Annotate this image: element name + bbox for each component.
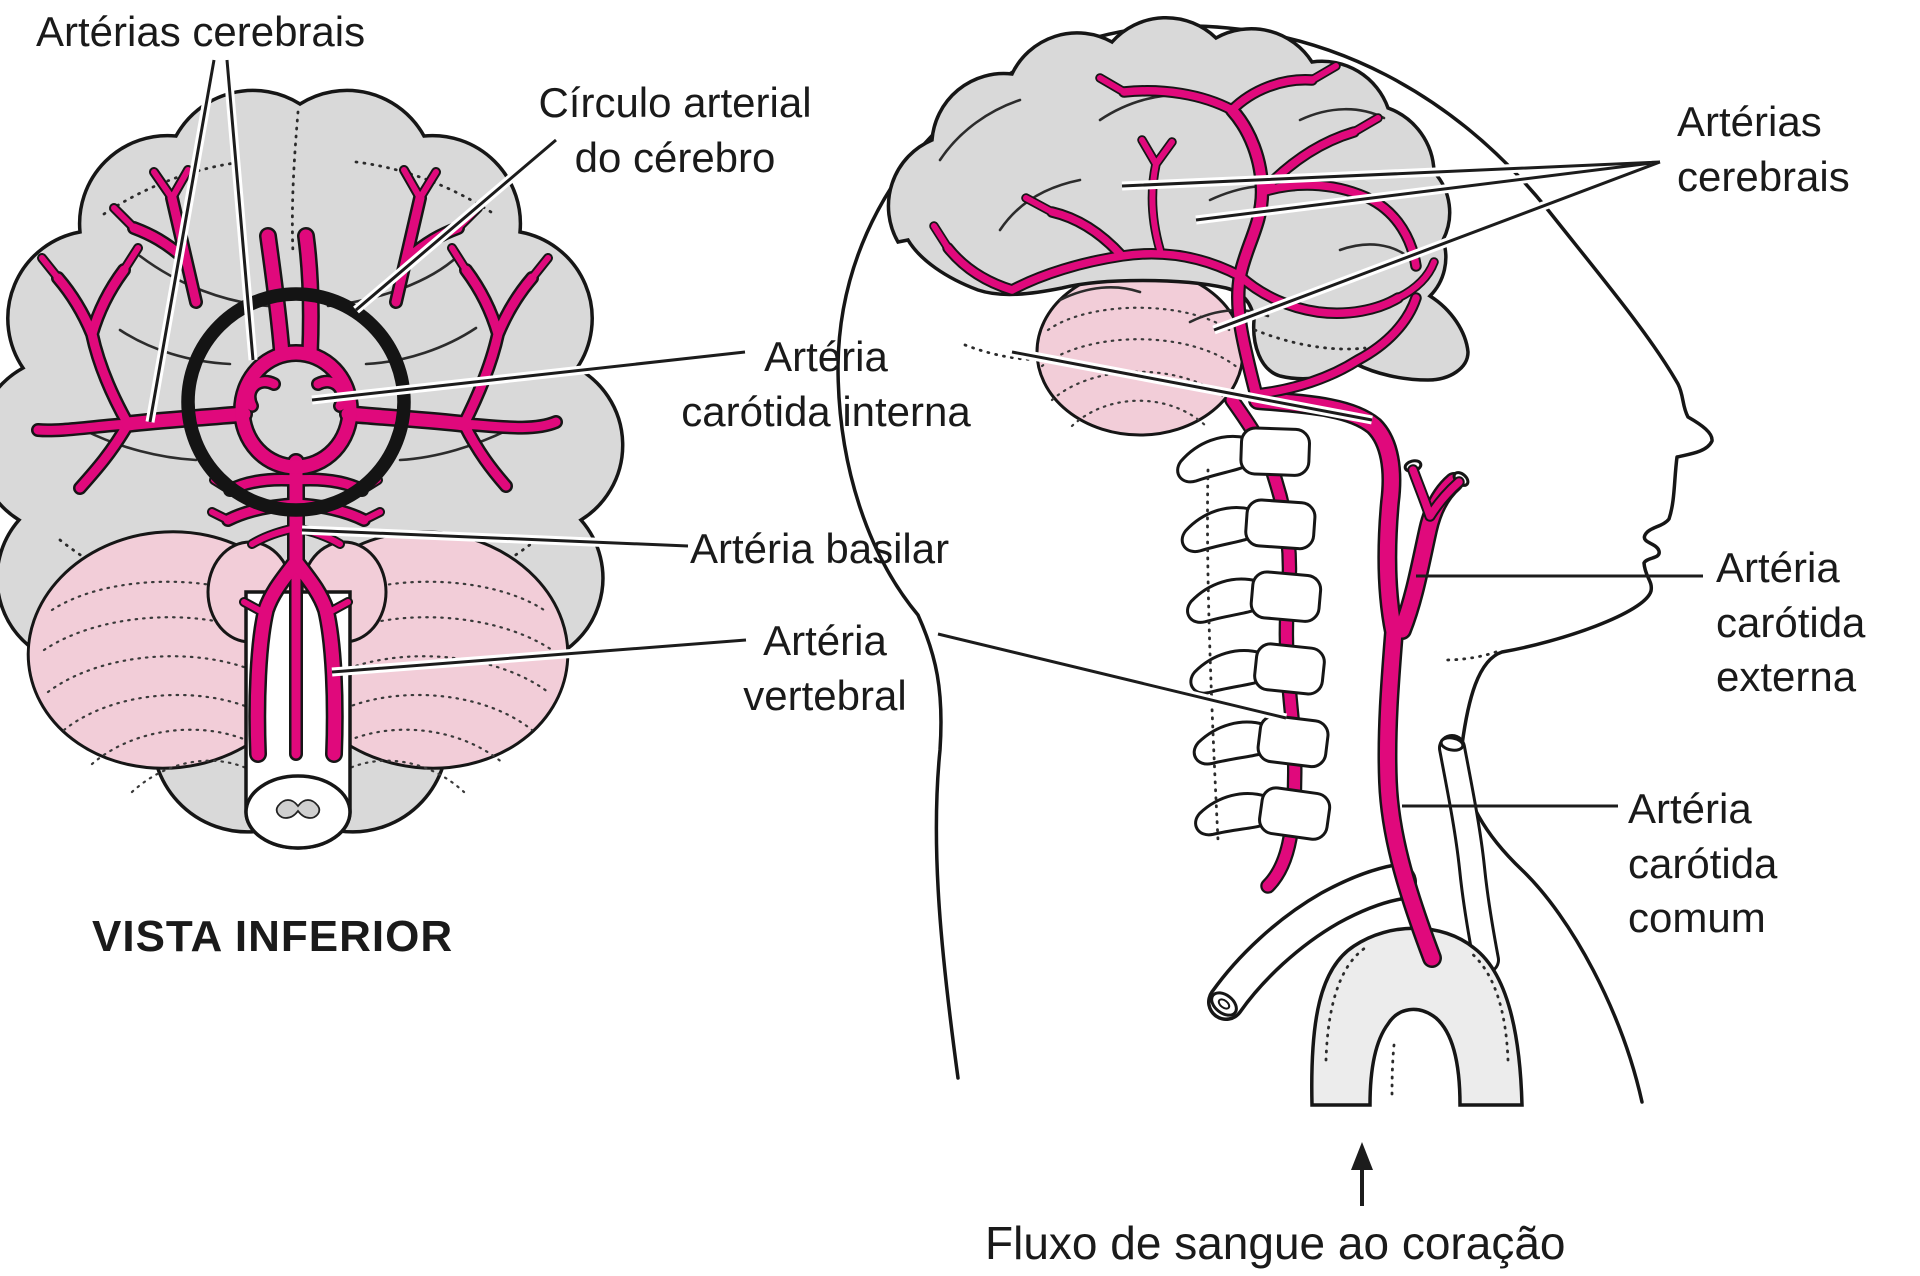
aorta [1310,926,1524,1107]
label-internal-carotid: Artéria carótida interna [681,333,971,435]
label-cerebral-arteries-left: Artérias cerebrais [36,8,366,55]
label-vertebral-artery: Artéria vertebral [743,617,907,719]
caption-inferior-view: VISTA INFERIOR [92,912,454,961]
caption-blood-flow-to-heart: Fluxo de sangue ao coração [985,1217,1566,1269]
label-cerebral-arterial-circle: Círculo arterial do cérebro [538,79,812,181]
cerebral-arteries-left-figure [38,170,556,754]
leader-lines [145,59,1703,808]
subclavian-vessels [1207,734,1500,1021]
label-basilar-artery: Artéria basilar [690,525,950,572]
inferior-brain-figure [0,88,625,850]
label-external-carotid: Artéria carótida externa [1716,544,1866,701]
head-outline [836,24,1714,1104]
label-cerebral-arteries-right: Artérias cerebrais [1677,98,1850,200]
cervical-vertebrae [1175,423,1333,853]
circle-of-willis [235,346,357,474]
arterial-circle-annotation [181,287,411,517]
up-arrow-icon [1351,1142,1373,1206]
label-common-carotid: Artéria carótida comum [1628,785,1778,942]
cerebellum-lateral [1035,267,1245,437]
